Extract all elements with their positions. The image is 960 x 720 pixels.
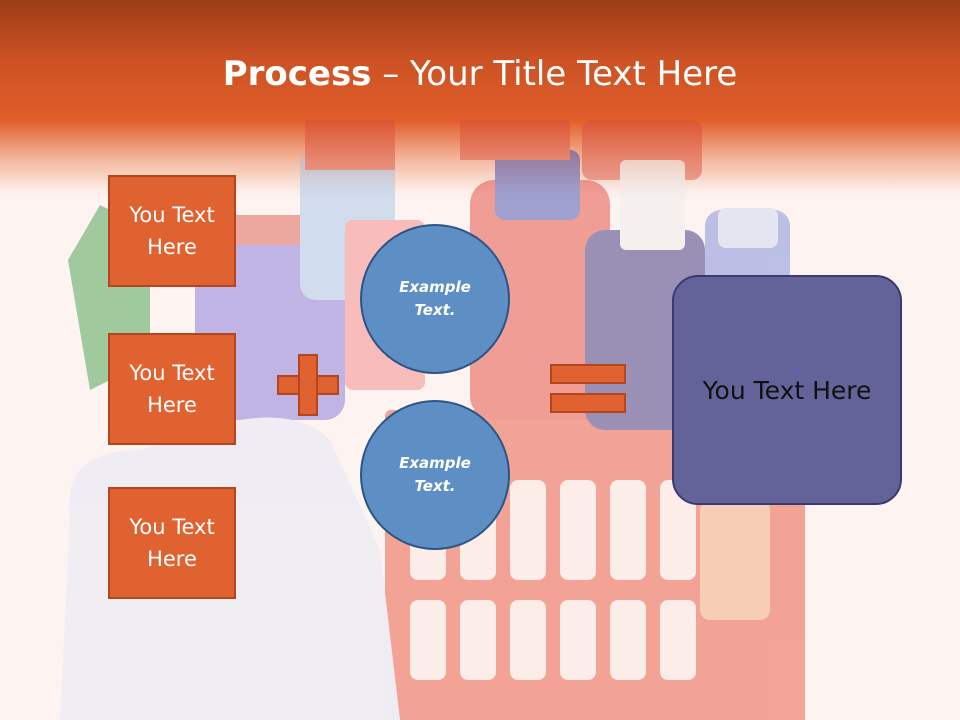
- result-box-label: You Text Here: [702, 375, 872, 405]
- result-box[interactable]: You Text Here: [672, 275, 902, 505]
- equals-sign-bottom-bar: [550, 393, 626, 413]
- slide-title: Process – Your Title Text Here: [0, 52, 960, 96]
- example-circle-1[interactable]: Example Text.: [360, 224, 510, 374]
- text-box-1[interactable]: You Text Here: [108, 175, 236, 287]
- text-box-3[interactable]: You Text Here: [108, 487, 236, 599]
- equals-sign-top-bar: [550, 364, 626, 384]
- title-bold: Process: [222, 54, 372, 94]
- text-box-1-label: You Text Here: [129, 203, 215, 259]
- plus-sign-center: [300, 377, 316, 393]
- text-box-2-label: You Text Here: [129, 361, 215, 417]
- example-circle-2-label: Example Text.: [399, 454, 471, 495]
- text-box-3-label: You Text Here: [129, 515, 215, 571]
- title-banner: [0, 0, 960, 200]
- example-circle-2[interactable]: Example Text.: [360, 400, 510, 550]
- example-circle-1-label: Example Text.: [399, 278, 471, 319]
- text-box-2[interactable]: You Text Here: [108, 333, 236, 445]
- title-rest: – Your Title Text Here: [371, 54, 738, 94]
